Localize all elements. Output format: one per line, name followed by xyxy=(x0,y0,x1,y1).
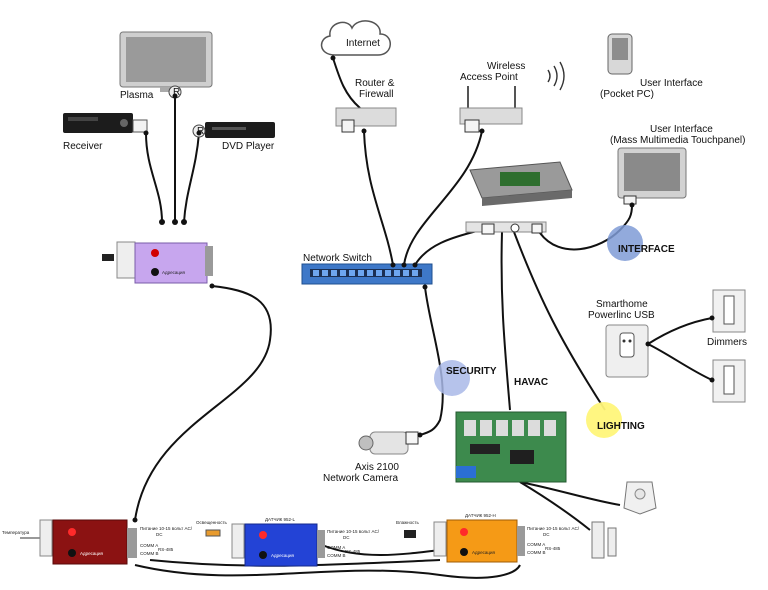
switch-port xyxy=(349,270,355,276)
switch-port xyxy=(313,270,319,276)
plasma-tv: R xyxy=(119,31,213,99)
sensor-t-input-label: Температура xyxy=(2,530,30,535)
door-contact-sensor xyxy=(591,521,617,559)
plasma-label: Plasma xyxy=(120,90,154,101)
receiver-label: Receiver xyxy=(63,141,103,152)
sensor-l-power-2: DC xyxy=(343,535,350,540)
wifi-signal-icon xyxy=(547,61,565,91)
sensor-t-title: ДАТЧИК 952-T xyxy=(74,513,105,518)
dimmers-label: Dimmers xyxy=(707,337,747,348)
router-firewall xyxy=(335,107,397,133)
switch-port xyxy=(394,270,400,276)
switch-port xyxy=(322,270,328,276)
havac-control-board xyxy=(455,411,567,483)
security-badge-circle xyxy=(434,360,470,396)
havac-label: HAVAC xyxy=(514,377,548,388)
receiver xyxy=(63,113,148,133)
switch-port xyxy=(367,270,373,276)
touchpanel-device xyxy=(617,147,687,205)
top-sensor-module: Адресация xyxy=(102,241,213,284)
sensor-l-power-1: Питание 10-15 вольт AC/ xyxy=(327,529,380,534)
sensor-h-comm-a: COMM A xyxy=(527,542,545,547)
top-sensor-hint: Адресация xyxy=(162,270,185,275)
lighting-badge-circle xyxy=(586,402,622,438)
network-camera xyxy=(358,431,419,455)
switch-port xyxy=(403,270,409,276)
sensor-t-power-2: DC xyxy=(156,532,163,537)
switch-port xyxy=(385,270,391,276)
sensor-l-addressing: Адресация xyxy=(271,553,294,558)
dimmer-top xyxy=(712,289,746,333)
interface-badge: INTERFACE xyxy=(618,244,675,255)
switch-port xyxy=(340,270,346,276)
sensor-h-probe xyxy=(404,530,416,538)
network-switch-label: Network Switch xyxy=(303,253,372,264)
smarthome-label-line1: Smarthome xyxy=(596,299,648,310)
sensor-h-power-1: Питание 10-15 вольт AC/ xyxy=(527,526,580,531)
sensor-l-terminal xyxy=(231,523,245,559)
wireless-access-point xyxy=(459,86,523,133)
sensor-h-terminal xyxy=(433,521,447,557)
camera-label-line2: Network Camera xyxy=(323,473,398,484)
sensor-t-comm-a: COMM A xyxy=(140,543,158,548)
sensor-h-rs485: RS-485 xyxy=(545,546,561,551)
switch-port xyxy=(412,270,418,276)
ui-pocket-label-line2: (Pocket PC) xyxy=(600,89,654,100)
sensor-h-input-label: Влажность xyxy=(396,520,419,525)
sensor-l-input-label: Освещенность xyxy=(196,520,228,525)
sensor-l-rs485: RS-485 xyxy=(345,549,361,554)
sensor-h-addressing: Адресация xyxy=(472,550,495,555)
sensor-l-title: ДАТЧИК 952-L xyxy=(265,517,296,522)
camera-label-line1: Axis 2100 xyxy=(355,462,399,473)
router-label-line2: Firewall xyxy=(359,89,393,100)
dvd-player: R xyxy=(192,122,275,138)
sensor-l-comm-b: COMM B xyxy=(327,553,346,558)
sensor-t-rs485: RS-485 xyxy=(158,547,174,552)
wireless-label-line2: Access Point xyxy=(460,72,518,83)
switch-port xyxy=(358,270,364,276)
motion-sensor xyxy=(623,481,657,515)
server-unit xyxy=(465,161,573,235)
router-label-line1: Router & xyxy=(355,78,395,89)
security-badge: SECURITY xyxy=(446,366,497,377)
switch-ports xyxy=(313,270,418,276)
dvd-player-label: DVD Player xyxy=(222,141,275,152)
sensor-h-comm-b: COMM B xyxy=(527,550,546,555)
sensor-h-module xyxy=(446,519,518,563)
sensor-t-terminal xyxy=(39,519,53,557)
internet-cloud-icon xyxy=(320,20,391,56)
sensor-t-power-1: Питание 10-15 вольт AC/ xyxy=(140,526,193,531)
lighting-badge: LIGHTING xyxy=(597,421,645,432)
internet-label: Internet xyxy=(346,38,380,49)
smarthome-label-line2: Powerlinc USB xyxy=(588,310,655,321)
sensor-h-title: ДАТЧИК 952-H xyxy=(465,513,496,518)
powerlinc-usb xyxy=(605,324,649,378)
wire-endpoints xyxy=(132,55,715,523)
pocket-pc-device xyxy=(607,33,633,75)
sensor-t-module xyxy=(52,519,128,565)
switch-port xyxy=(376,270,382,276)
sensor-l-module xyxy=(244,523,318,567)
interface-badge-circle xyxy=(607,225,643,261)
svg-text:R: R xyxy=(173,87,180,98)
switch-port xyxy=(331,270,337,276)
wireless-label-line1: Wireless xyxy=(487,61,525,72)
dimmer-bottom xyxy=(712,359,746,403)
sensor-l-probe xyxy=(205,529,221,537)
sensor-h-power-2: DC xyxy=(543,532,550,537)
ui-touch-label-line1: User Interface xyxy=(650,124,713,135)
ui-pocket-label-line1: User Interface xyxy=(640,78,703,89)
sensor-t-addressing: Адресация xyxy=(80,551,103,556)
sensor-l-comm-a: COMM A xyxy=(327,545,345,550)
ui-touch-label-line2: (Mass Multimedia Touchpanel) xyxy=(610,135,745,146)
sensor-t-comm-b: COMM B xyxy=(140,551,159,556)
